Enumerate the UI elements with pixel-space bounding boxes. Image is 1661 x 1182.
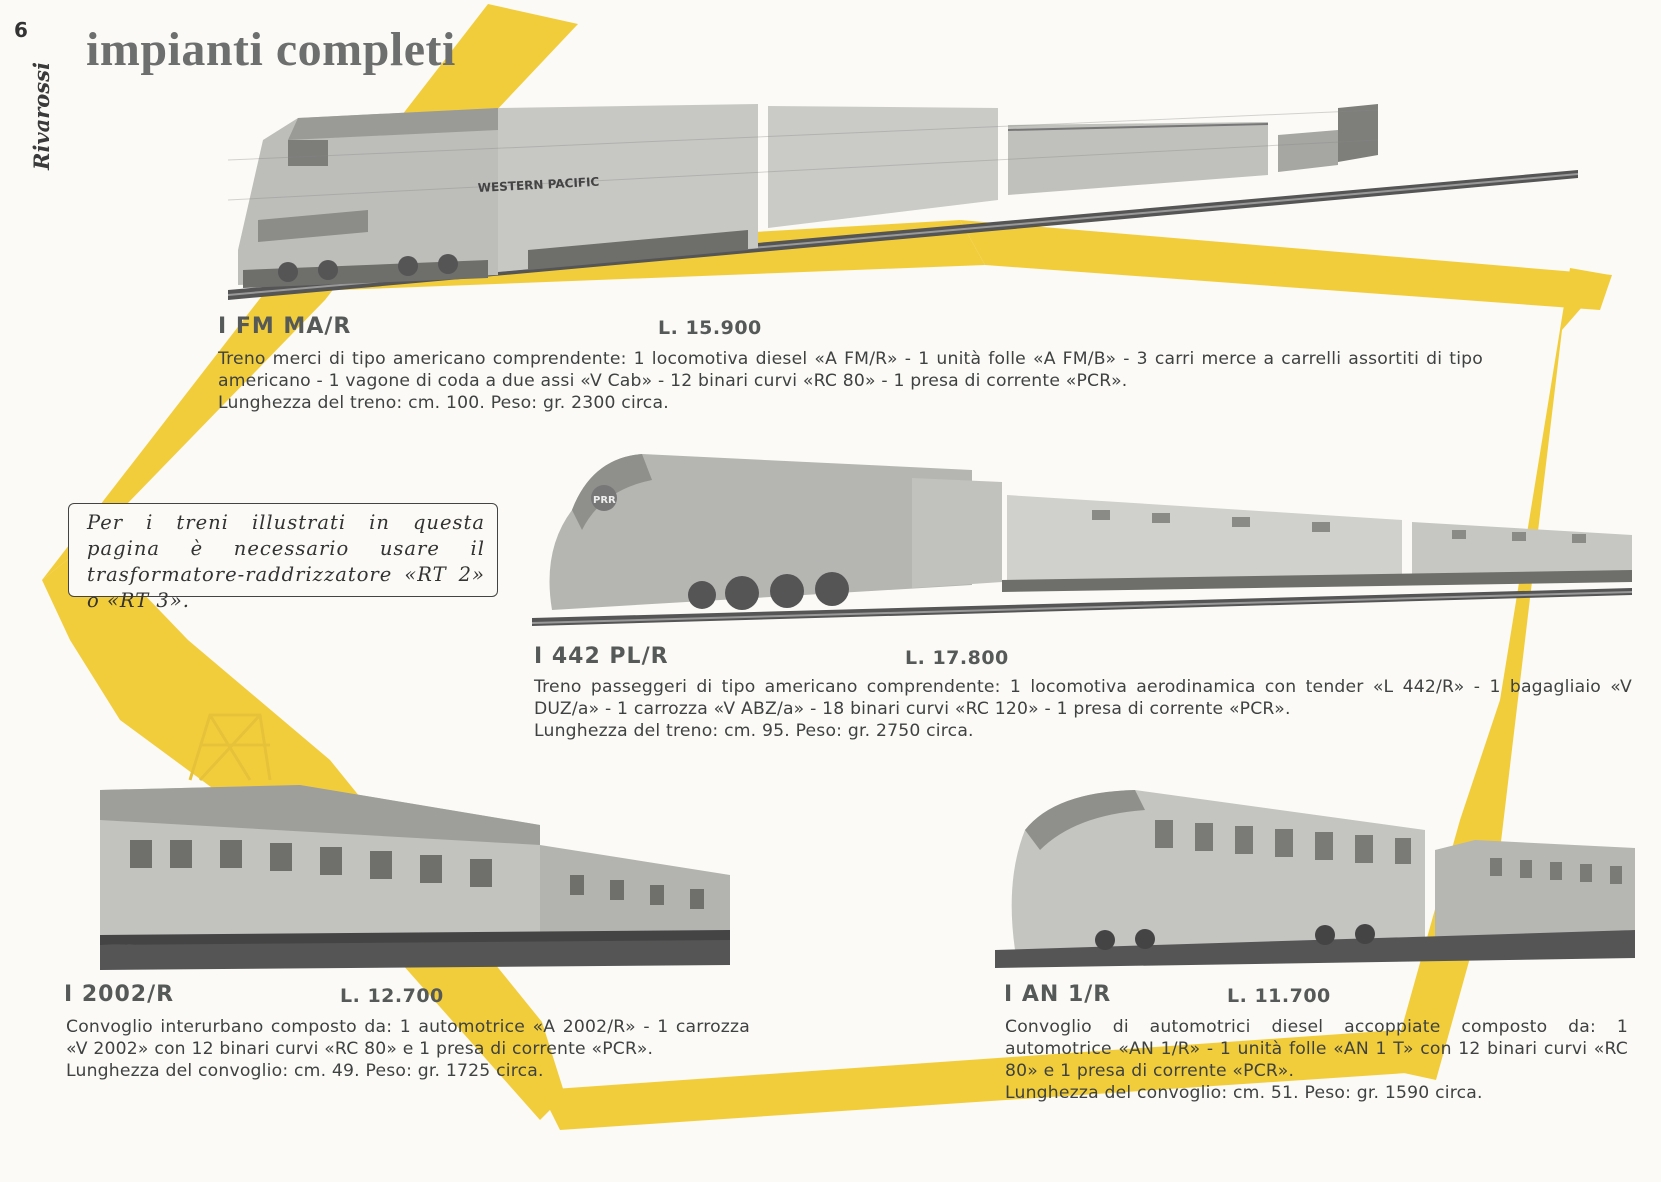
product-specs: Lunghezza del treno: cm. 95. Peso: gr. 2… <box>534 721 974 741</box>
transformer-notice: Per i treni illustrati in questa pagina … <box>68 503 498 612</box>
product-price: L. 15.900 <box>658 317 762 339</box>
product-code: I FM MA/R <box>218 314 352 339</box>
page-title: impianti completi <box>86 23 456 76</box>
freight-train-photo: WESTERN PACIFIC <box>228 100 1588 305</box>
product-description-block: Convoglio di automotrici diesel accoppia… <box>1005 1016 1628 1104</box>
product-code: I 2002/R <box>64 982 175 1007</box>
passenger-train-photo: PRR <box>532 450 1642 630</box>
page-number: 6 <box>14 18 28 42</box>
product-description-block: Treno passeggeri di tipo americano compr… <box>534 676 1632 742</box>
brand-logo: Rivarossi <box>29 62 54 170</box>
product-description: Treno passeggeri di tipo americano compr… <box>534 677 1632 719</box>
product-description-block: Treno merci di tipo americano comprenden… <box>218 348 1483 414</box>
product-description: Convoglio di automotrici diesel accoppia… <box>1005 1017 1628 1081</box>
product-description: Convoglio interurbano composto da: 1 aut… <box>66 1017 750 1059</box>
product-price: L. 17.800 <box>905 647 1009 669</box>
product-description-block: Convoglio interurbano composto da: 1 aut… <box>66 1016 750 1082</box>
prr-emblem: PRR <box>593 495 616 506</box>
product-code: I AN 1/R <box>1004 982 1112 1007</box>
product-description: Treno merci di tipo americano comprenden… <box>218 349 1483 391</box>
product-price: L. 11.700 <box>1227 985 1331 1007</box>
interurban-train-photo <box>100 705 730 970</box>
western-pacific-label: WESTERN PACIFIC <box>477 175 599 195</box>
product-price: L. 12.700 <box>340 985 444 1007</box>
product-specs: Lunghezza del convoglio: cm. 51. Peso: g… <box>1005 1083 1483 1103</box>
product-specs: Lunghezza del treno: cm. 100. Peso: gr. … <box>218 393 669 413</box>
product-code: I 442 PL/R <box>534 644 669 669</box>
product-specs: Lunghezza del convoglio: cm. 49. Peso: g… <box>66 1061 544 1081</box>
diesel-railcar-photo <box>995 790 1635 970</box>
